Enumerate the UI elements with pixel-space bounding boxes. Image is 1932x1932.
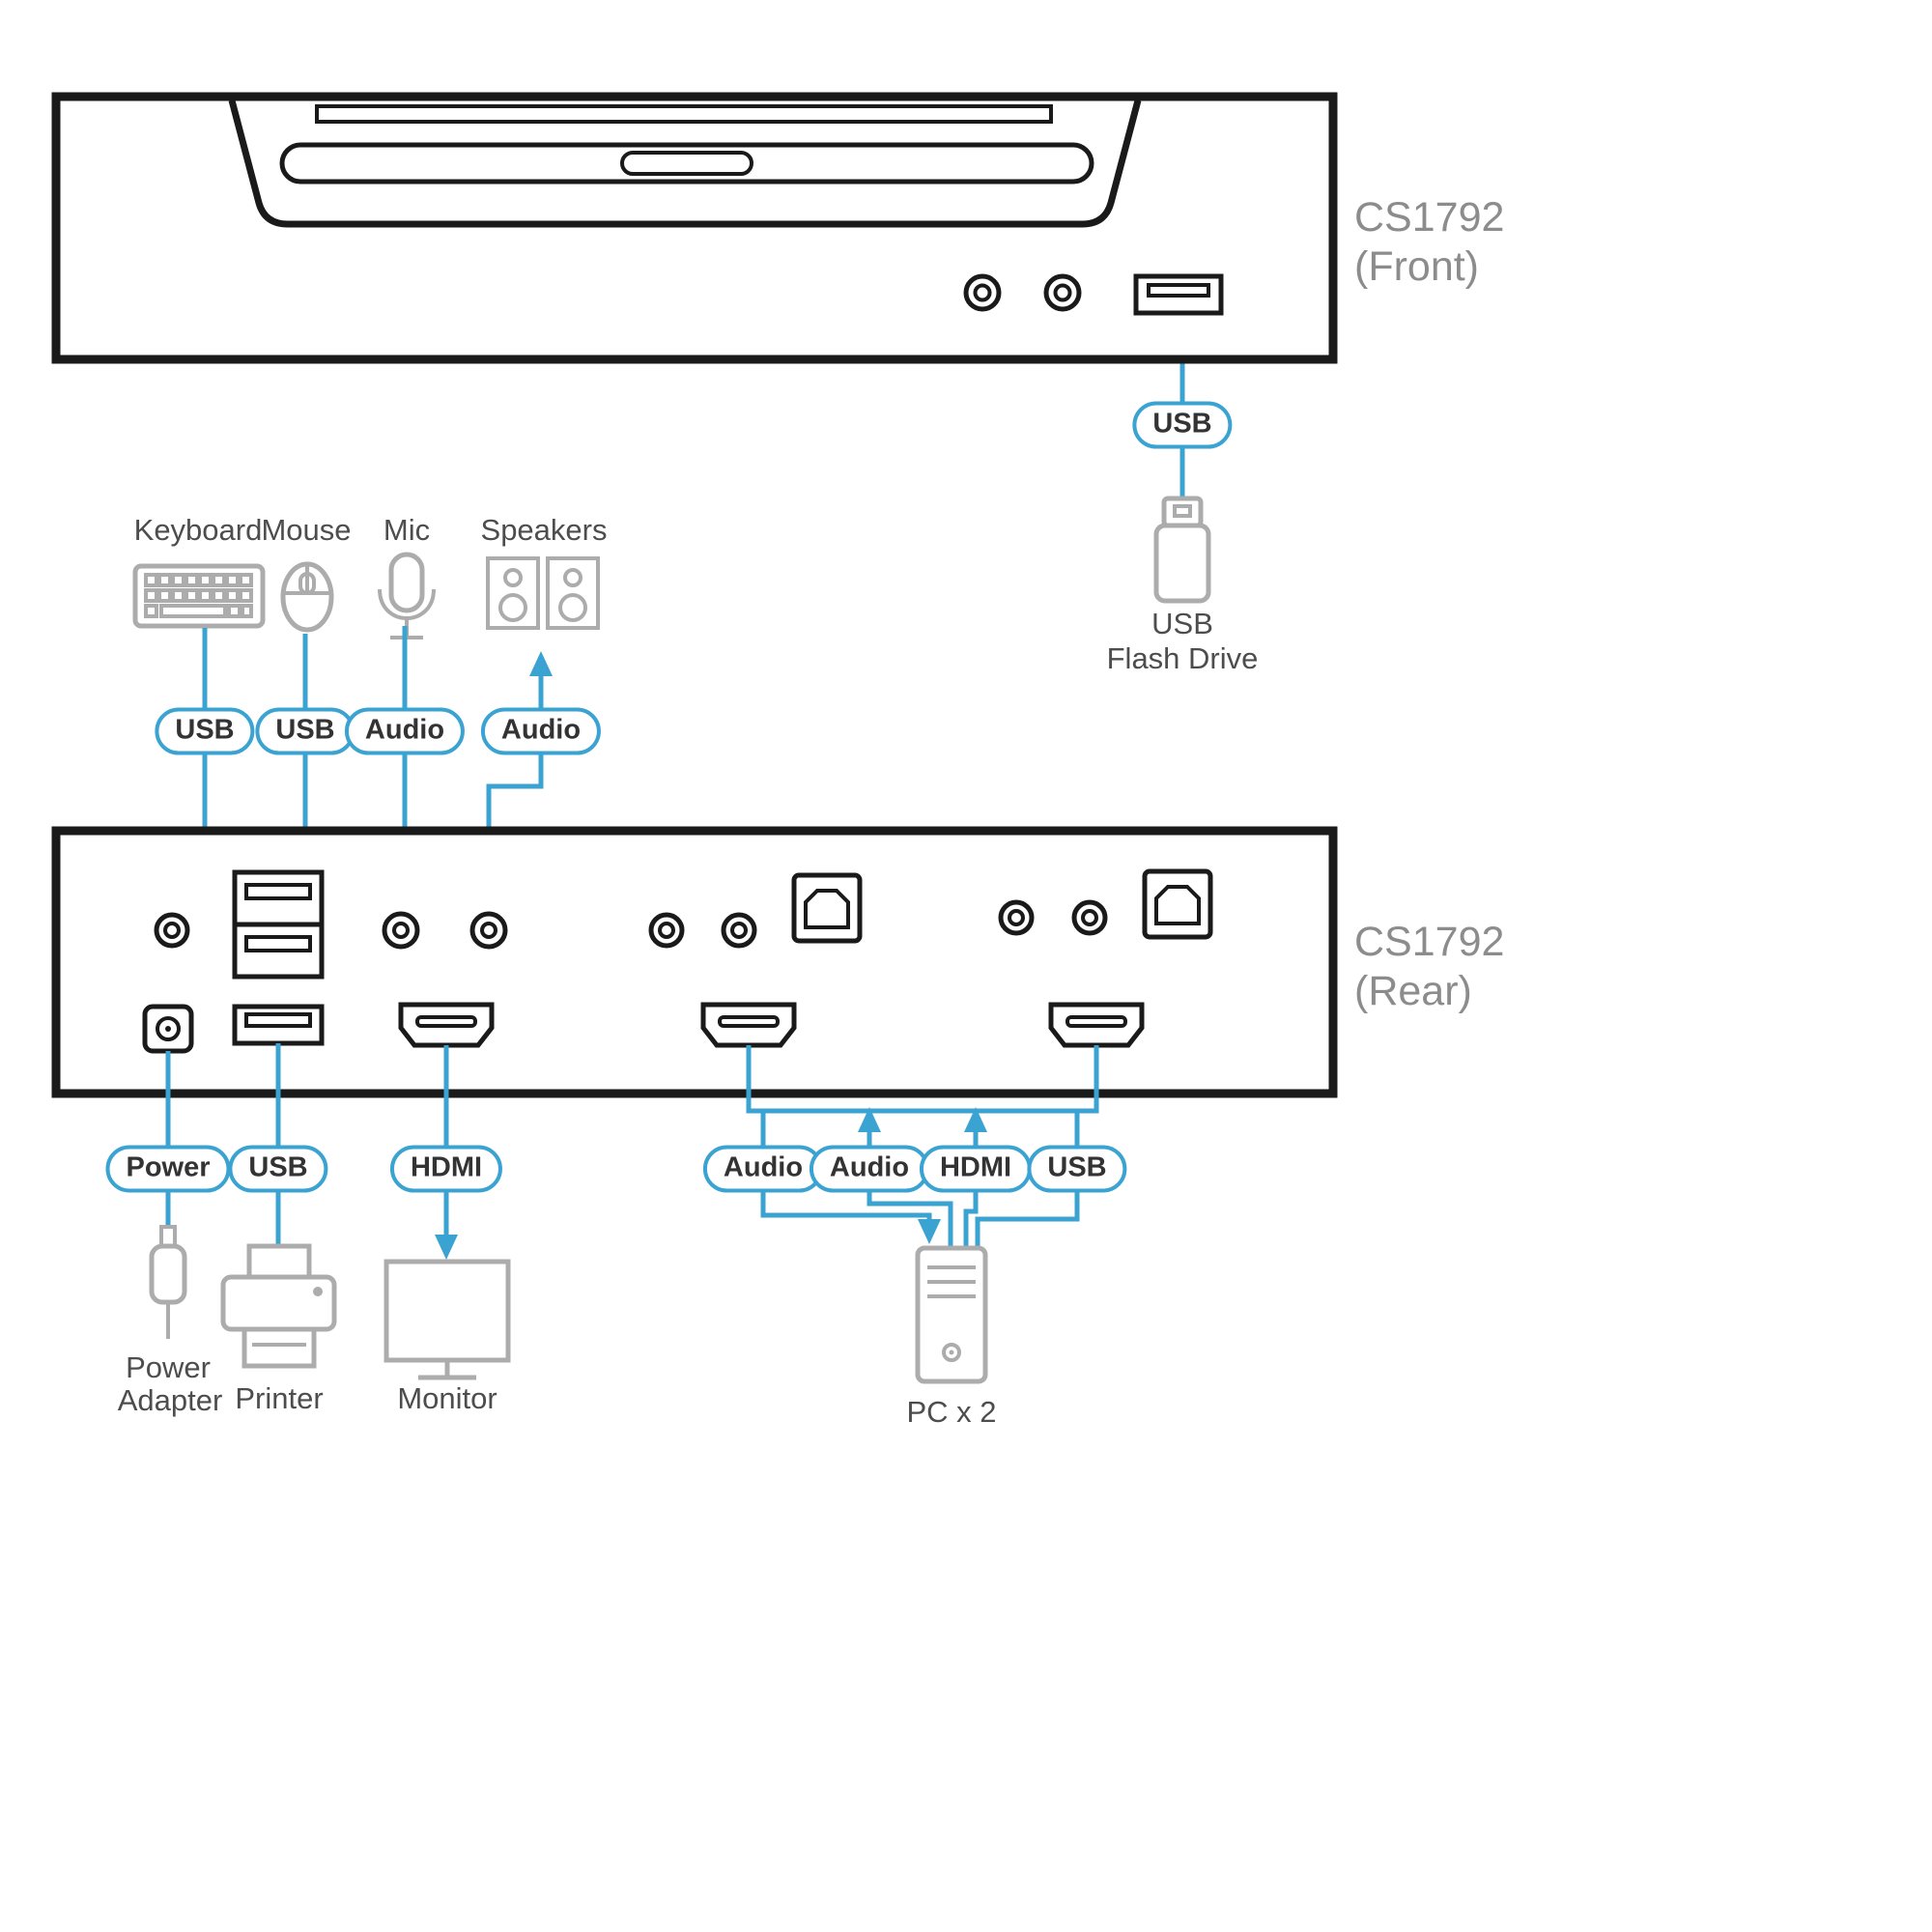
cable-mouse-pill: USB (255, 707, 355, 755)
monitor-label: Monitor (397, 1381, 497, 1415)
printer-label: Printer (235, 1381, 324, 1415)
front-panel-body (51, 92, 1338, 364)
front-audio-jack-2 (1043, 273, 1082, 312)
cable-front-usb-pill: USB (1132, 401, 1233, 449)
kvm-rear-panel (51, 826, 1338, 1098)
console-usb-ports (232, 869, 325, 980)
monitor-icon (384, 1259, 511, 1380)
power-jack (142, 1004, 194, 1054)
rear-panel-label-line2: (Rear) (1354, 967, 1472, 1014)
pc2-hdmi-port (1048, 1002, 1145, 1048)
mic-label: Mic (383, 513, 431, 547)
cable-pc-audio2-pill: Audio (809, 1145, 930, 1193)
pc-arrow-down (918, 1219, 941, 1244)
cable-monitor-line (435, 1045, 458, 1260)
front-tray-handle (620, 151, 753, 176)
rear-panel-label-line1: CS1792 (1354, 919, 1505, 965)
cable-pc-audio1-pill: Audio (702, 1145, 824, 1193)
pc2-usb-b-port (1142, 868, 1213, 940)
pc-tower-icon (915, 1245, 988, 1384)
monitor-hdmi-port (398, 1002, 495, 1048)
front-usb-port (1133, 273, 1224, 316)
speakers-icon (486, 556, 600, 630)
keyboard-label: Keyboard (133, 513, 263, 547)
cable-mic-pill: Audio (344, 707, 466, 755)
mouse-label: Mouse (261, 513, 352, 547)
front-tray-slot (315, 104, 1053, 124)
front-tray (228, 99, 1142, 228)
cable-power-pill: Power (105, 1145, 231, 1193)
pc-audio2-arrow-up (858, 1107, 881, 1132)
rear-panel-label: CS1792 (Rear) (1354, 918, 1504, 1015)
cable-speakers-pill: Audio (480, 707, 602, 755)
pc-label: PC x 2 (906, 1395, 997, 1429)
pc1-hdmi-port (700, 1002, 797, 1048)
printer-usb-port (232, 1004, 325, 1046)
front-tray-bar (279, 142, 1094, 185)
printer-icon (220, 1243, 337, 1369)
front-panel-label: CS1792 (Front) (1354, 193, 1504, 291)
cable-pc-bus-line (746, 1045, 1099, 1114)
mic-jack (382, 911, 420, 950)
power-adapter-label-line2: Adapter (117, 1383, 223, 1417)
front-panel-label-line1: CS1792 (1354, 194, 1505, 241)
speakers-label: Speakers (480, 513, 608, 547)
pc1-audio-jacks (648, 912, 757, 949)
power-adapter-icon (149, 1225, 187, 1339)
usb-flash-drive-icon (1153, 496, 1211, 604)
cable-monitor-pill: HDMI (389, 1145, 503, 1193)
pc2-audio-jacks (998, 899, 1108, 936)
pc1-usb-b-port (791, 872, 863, 944)
pc-hdmi-arrow-up (964, 1107, 987, 1132)
mouse-icon (280, 561, 334, 633)
kvm-front-panel (51, 92, 1338, 364)
cable-printer-pill: USB (228, 1145, 328, 1193)
usb-flash-label-line1: USB (1151, 607, 1213, 640)
speaker-jack (469, 911, 508, 950)
cable-pc-usb-pill: USB (1027, 1145, 1127, 1193)
cable-pc-hdmi-pill: HDMI (919, 1145, 1033, 1193)
power-adapter-label-line1: Power (126, 1350, 211, 1384)
mic-icon (378, 552, 436, 639)
keyboard-icon (132, 563, 266, 629)
monitor-arrow-down (435, 1235, 458, 1260)
rear-jack-left (154, 912, 190, 949)
front-audio-jack-1 (963, 273, 1002, 312)
cable-keyboard-pill: USB (155, 707, 255, 755)
speakers-arrow-up (529, 651, 553, 676)
usb-flash-label-line2: Flash Drive (1106, 641, 1259, 675)
front-panel-label-line2: (Front) (1354, 242, 1479, 290)
